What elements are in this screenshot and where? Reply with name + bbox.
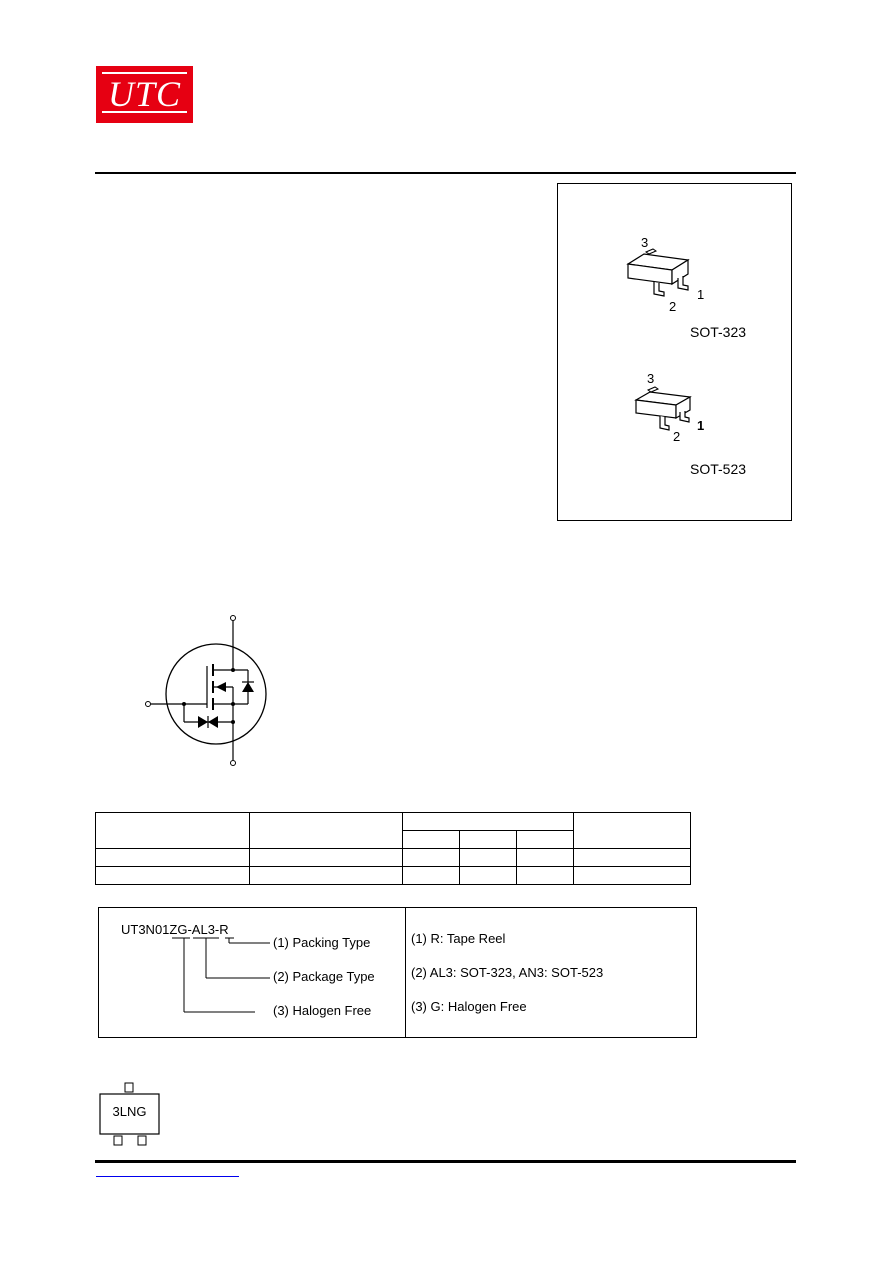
sot323-pin1-label: 1 xyxy=(697,287,705,302)
ordering-info-table xyxy=(95,812,691,885)
sot523-label: SOT-523 xyxy=(690,461,747,477)
marking-text: 3LNG xyxy=(112,1104,147,1119)
sot523-pin3-label: 3 xyxy=(647,371,655,386)
header-rule xyxy=(95,172,796,174)
table-header-cell xyxy=(573,812,691,849)
utc-logo: UTC xyxy=(96,66,193,123)
part-number-callout-lines xyxy=(172,937,270,1013)
part-number-code-box xyxy=(98,907,697,1038)
table-header-cell xyxy=(248,812,404,849)
sot523-package-drawing xyxy=(634,386,692,431)
table-subheader-cell xyxy=(459,830,518,849)
sot523-pin1-label: 1 xyxy=(697,418,705,433)
footer-website-link[interactable] xyxy=(96,1176,239,1177)
sot323-label: SOT-323 xyxy=(690,324,747,340)
table-subheader-cell xyxy=(402,830,461,849)
table-row xyxy=(95,866,691,885)
sot523-pin2-label: 2 xyxy=(673,429,681,444)
mosfet-schematic-symbol xyxy=(145,615,267,766)
sot323-pin2-label: 2 xyxy=(669,299,677,314)
code-desc-package-type: (2) AL3: SOT-323, AN3: SOT-523 xyxy=(411,965,604,980)
logo-text: UTC xyxy=(107,74,182,114)
sot323-package-drawing xyxy=(626,248,690,297)
table-header-cell xyxy=(95,812,250,849)
table-row xyxy=(95,848,691,867)
marking-package-drawing xyxy=(99,1082,160,1146)
footer-rule xyxy=(95,1160,796,1163)
code-field-package-type: (2) Package Type xyxy=(273,969,375,984)
table-header-cell xyxy=(402,812,575,831)
part-number: UT3N01ZG-AL3-R xyxy=(121,922,229,937)
code-box-divider xyxy=(405,907,406,1038)
table-subheader-cell xyxy=(516,830,575,849)
code-desc-halogen-free: (3) G: Halogen Free xyxy=(411,999,527,1014)
package-box xyxy=(557,183,792,521)
logo-frame: UTC xyxy=(102,72,187,113)
code-desc-packing-type: (1) R: Tape Reel xyxy=(411,931,506,946)
sot323-pin3-label: 3 xyxy=(641,235,649,250)
code-field-packing-type: (1) Packing Type xyxy=(273,935,371,950)
code-field-halogen-free: (3) Halogen Free xyxy=(273,1003,372,1018)
